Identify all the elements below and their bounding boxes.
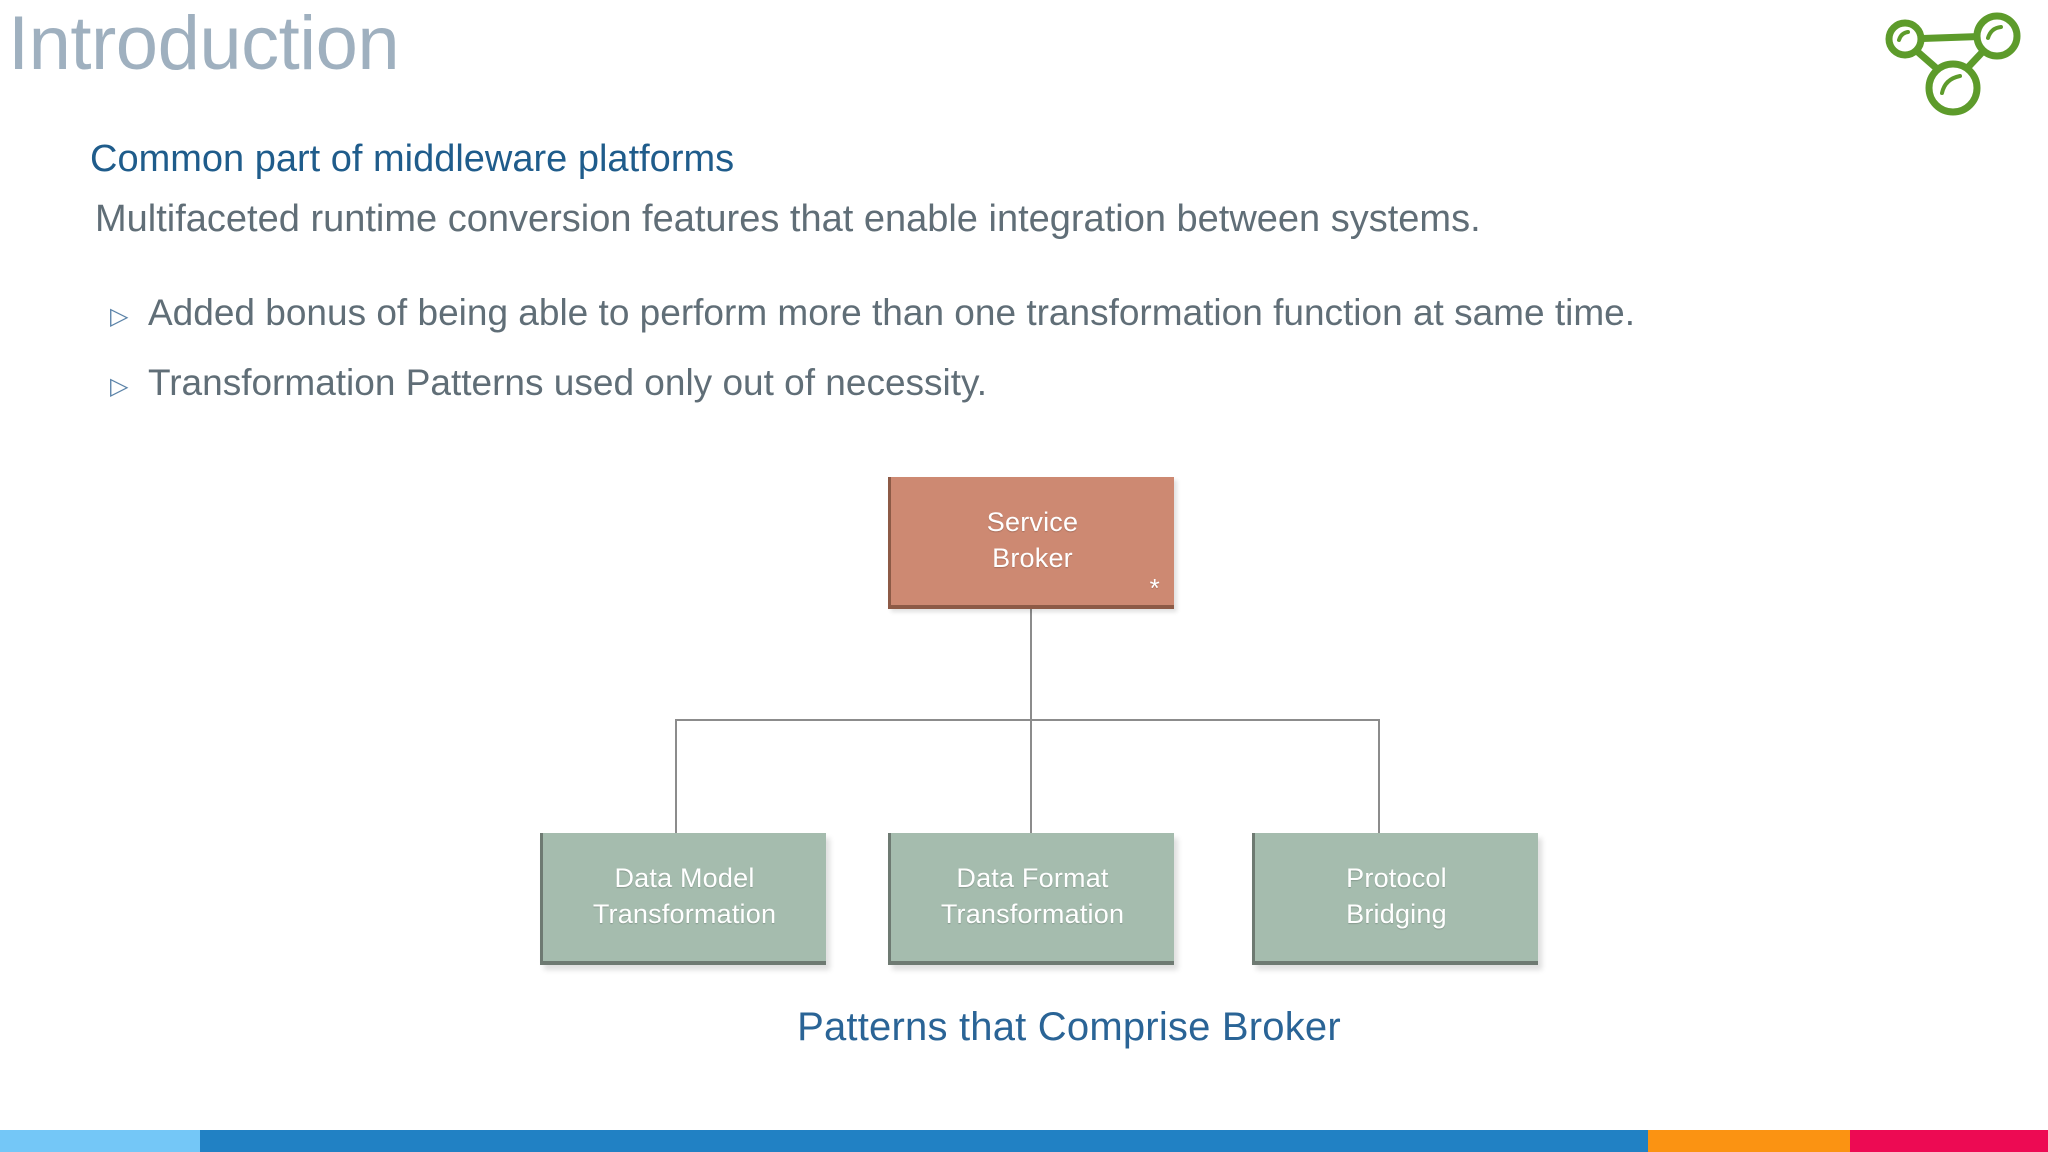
section-heading: Common part of middleware platforms bbox=[90, 138, 735, 180]
triangle-bullet-icon: ▷ bbox=[110, 303, 129, 330]
accent-segment-orange bbox=[1648, 1130, 1850, 1152]
node-label-line2: Transformation bbox=[592, 899, 777, 929]
accent-segment-light-blue bbox=[0, 1130, 200, 1152]
node-label-line1: Protocol bbox=[1346, 863, 1447, 894]
diagram-caption: Patterns that Comprise Broker bbox=[0, 1005, 2048, 1050]
node-label-line2: Broker bbox=[992, 543, 1073, 573]
network-nodes-logo bbox=[1878, 8, 2028, 120]
list-item-label: Transformation Patterns used only out of… bbox=[148, 362, 988, 404]
node-label-line2: Bridging bbox=[1346, 899, 1447, 929]
connector-root-vertical bbox=[1030, 609, 1032, 721]
list-item-label: Added bonus of being able to perform mor… bbox=[148, 292, 1636, 333]
asterisk-badge: * bbox=[1149, 573, 1160, 603]
intro-paragraph: Multifaceted runtime conversion features… bbox=[95, 198, 1481, 240]
accent-segment-medium-blue bbox=[200, 1130, 1648, 1152]
accent-bar bbox=[0, 1130, 2048, 1152]
node-label-line1: Data Format bbox=[956, 863, 1109, 894]
list-item: ▷ Added bonus of being able to perform m… bbox=[110, 290, 1970, 335]
connector-horizontal-bus bbox=[675, 719, 1380, 721]
connector-left-branch bbox=[675, 719, 677, 835]
connector-middle-branch bbox=[1030, 719, 1032, 835]
diagram-node-protocol-bridging[interactable]: Protocol Bridging bbox=[1252, 833, 1538, 965]
connector-right-branch bbox=[1378, 719, 1380, 835]
diagram-caption-label: Patterns that Comprise Broker bbox=[797, 1005, 1341, 1049]
list-item: ▷ Transformation Patterns used only out … bbox=[110, 360, 1970, 405]
diagram-node-data-format-transformation[interactable]: Data Format Transformation bbox=[888, 833, 1174, 965]
triangle-bullet-icon: ▷ bbox=[110, 373, 129, 401]
node-label-line1: Data Model bbox=[614, 863, 755, 894]
node-label-line2: Transformation bbox=[940, 899, 1125, 929]
accent-segment-crimson bbox=[1850, 1130, 2048, 1152]
bullet-list: ▷ Added bonus of being able to perform m… bbox=[110, 290, 1970, 430]
node-label-line1: Service bbox=[986, 507, 1079, 538]
diagram-node-service-broker[interactable]: Service Broker * bbox=[888, 477, 1174, 609]
page-title: Introduction bbox=[8, 1, 400, 86]
diagram-node-data-model-transformation[interactable]: Data Model Transformation bbox=[540, 833, 826, 965]
